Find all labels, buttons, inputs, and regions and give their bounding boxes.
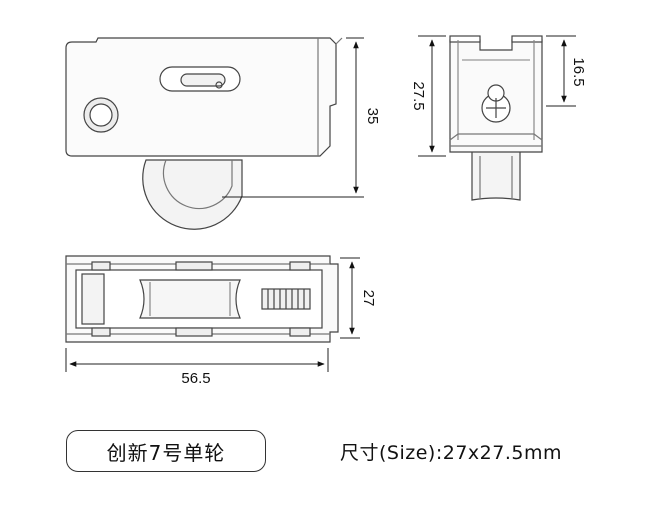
top-view	[65, 255, 339, 343]
adjust-slot	[159, 66, 241, 92]
dimension-56-5-label: 56.5	[181, 370, 210, 387]
end-wheel	[471, 152, 521, 201]
size-spec: 尺寸(Size):27x27.5mm	[340, 442, 562, 464]
dimension-16-5-label: 16.5	[570, 57, 587, 86]
dimension-16-5	[546, 35, 576, 107]
dimension-56-5	[65, 348, 329, 372]
dimension-27	[340, 257, 360, 339]
wheel	[142, 159, 243, 230]
end-view	[449, 35, 543, 201]
dimension-27-5	[418, 35, 446, 157]
dimension-35	[222, 37, 364, 198]
dimension-27-label: 27	[360, 290, 377, 307]
bolt-hole	[83, 97, 119, 133]
top-wheel	[139, 279, 241, 319]
screw-head	[481, 84, 511, 123]
product-name-badge: 创新7号单轮	[66, 430, 266, 472]
dimension-27-5-label: 27.5	[410, 81, 427, 110]
product-name: 创新7号单轮	[106, 440, 226, 465]
housing-body	[65, 37, 337, 157]
dimension-35-label: 35	[364, 108, 381, 125]
adjust-screw	[261, 288, 311, 310]
side-view	[65, 37, 343, 230]
